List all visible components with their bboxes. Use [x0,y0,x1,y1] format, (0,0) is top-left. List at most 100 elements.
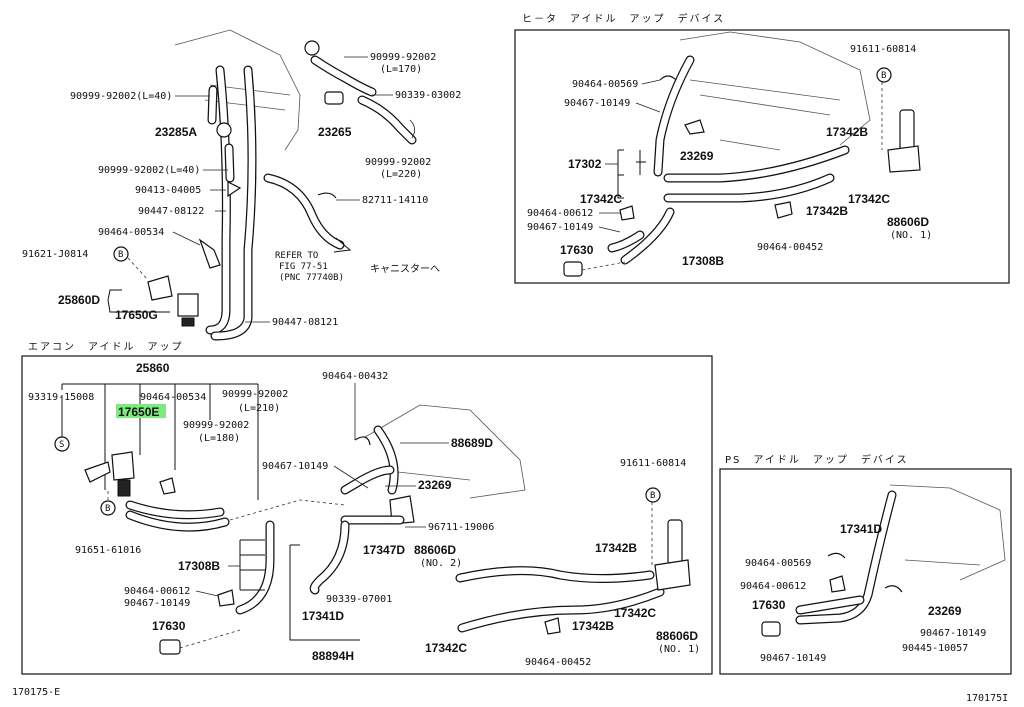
label-heater-17630: 17630 [560,243,594,257]
label-aircon-17341d: 17341D [302,609,344,623]
label-aircon-17650e: 17650E [118,405,159,419]
label-heater-88606d: 88606D [887,215,929,229]
label-ps-90467-10149b: 90467-10149 [760,653,826,664]
b-marker-icon [113,246,129,262]
aircon-b-marker2: B [650,491,655,501]
label-ps-23269: 23269 [928,604,962,618]
label-aircon-90464-00432: 90464-00432 [322,371,388,382]
aircon-title: エアコン アイドル アップ [28,341,184,353]
label-heater-17342b-top: 17342B [826,125,868,139]
label-17650g: 17650G [115,308,158,322]
label-heater-17308b: 17308B [682,254,724,268]
label-90339-03002: 90339-03002 [395,90,461,101]
label-aircon-17342b-top: 17342B [595,541,637,555]
label-heater-91611-60814: 91611-60814 [850,44,916,55]
b-marker-top: B [118,250,123,260]
label-aircon-91611-60814: 91611-60814 [620,458,686,469]
vsv-88606d-no1-aircon [654,559,691,591]
label-aircon-88606d-no1: 88606D [656,629,698,643]
label-heater-23269: 23269 [680,149,714,163]
label-aircon-91651-61016: 91651-61016 [75,545,141,556]
aircon-section: エアコン アイドル アップ S B [21,341,713,675]
label-heater-17342b-low: 17342B [806,204,848,218]
label-l220: (L=220) [380,169,422,180]
label-heater-90467-10149a: 90467-10149 [564,98,630,109]
label-aircon-90999-92002-l180: 90999-92002 [183,420,249,431]
label-90447-08122: 90447-08122 [138,206,204,217]
label-aircon-25860: 25860 [136,361,170,375]
label-aircon-90464-00534: 90464-00534 [140,392,206,403]
label-aircon-l210: (L=210) [238,403,280,414]
label-aircon-no1: (NO. 1) [658,644,700,655]
ps-title: PS アイドル アップ デバイス [725,453,909,466]
label-aircon-17308b: 17308B [178,559,220,573]
vsv-88606d-heater [887,145,921,173]
label-aircon-90999-92002-l210: 90999-92002 [222,389,288,400]
label-heater-90464-00569: 90464-00569 [572,79,638,90]
label-aircon-88689d: 88689D [451,436,493,450]
aircon-s-marker: S [59,440,64,450]
label-aircon-17342b-low: 17342B [572,619,614,633]
aircon-b-marker: B [105,504,110,514]
label-ps-90445-10057: 90445-10057 [902,643,968,654]
label-90999-92002-l40a: 90999-92002(L=40) [70,91,172,102]
b-marker-icon [645,487,661,503]
label-ps-17630: 17630 [752,598,786,612]
label-aircon-l180: (L=180) [198,433,240,444]
label-canister: キャニスターへ [370,263,440,275]
valve-23265 [324,91,344,105]
filter-17630-heater [563,261,583,277]
label-aircon-90467-10149: 90467-10149 [262,461,328,472]
label-90464-00534: 90464-00534 [98,227,164,238]
aircon-frame [21,355,713,675]
label-90413-04005: 90413-04005 [135,185,201,196]
ps-labels: 17341D 90464-00569 90464-00612 17630 232… [740,522,986,664]
label-ps-90467-10149a: 90467-10149 [920,628,986,639]
label-refer-to: REFER TO [275,251,318,261]
ps-frame [719,468,1012,675]
label-aircon-23269: 23269 [418,478,452,492]
label-heater-17342c-left: 17342C [580,192,622,206]
label-heater-90467-10149b: 90467-10149 [527,222,593,233]
label-aircon-17630: 17630 [152,619,186,633]
heater-labels: 91611-60814 90464-00569 90467-10149 1734… [527,44,932,268]
label-heater-17302: 17302 [568,157,602,171]
top-left-labels: 90999-92002 (L=170) 90339-03002 23265 90… [22,52,461,328]
label-pnc-ref: (PNC 77740B) [279,273,344,283]
label-aircon-17347d: 17347D [363,543,405,557]
valve-23285a [216,122,232,138]
label-l170: (L=170) [380,64,422,75]
top-left-assembly [107,29,417,341]
vsv-17650e [111,451,135,481]
label-aircon-90464-00452: 90464-00452 [525,657,591,668]
label-heater-90464-00452: 90464-00452 [757,242,823,253]
heater-section: ヒ－タ アイドル アップ デバイス B [514,12,1010,284]
label-aircon-90339-07001: 90339-07001 [326,594,392,605]
label-91621-j0814: 91621-J0814 [22,249,88,260]
s-marker-icon [54,436,70,452]
label-aircon-17342c: 17342C [614,606,656,620]
highlight-17650e [116,404,166,418]
label-90999-92002-l40b: 90999-92002(L=40) [98,165,200,176]
label-90999-92002-l220: 90999-92002 [365,157,431,168]
aircon-labels: 25860 93319-15008 90464-00534 90999-9200… [28,361,700,668]
ps-section: PS アイドル アップ デバイス [719,453,1012,675]
label-ps-90464-00612: 90464-00612 [740,581,806,592]
label-23285a: 23285A [155,125,197,139]
heater-b-marker: B [881,71,886,81]
label-90447-08121: 90447-08121 [272,317,338,328]
heater-title: ヒ－タ アイドル アップ デバイス [522,12,725,25]
b-marker-icon [100,500,116,516]
footer-right-code: 170175I [966,693,1008,704]
label-aircon-88606d-no2: 88606D [414,543,456,557]
filter-17630-aircon [159,639,181,655]
label-aircon-90467-10149b: 90467-10149 [124,598,190,609]
label-fig-ref: FIG 77-51 [279,262,328,272]
label-25860d: 25860D [58,293,100,307]
label-90999-92002-l170: 90999-92002 [370,52,436,63]
heater-frame [514,29,1010,284]
label-aircon-93319-15008: 93319-15008 [28,392,94,403]
label-aircon-88894h: 88894H [312,649,354,663]
label-ps-90464-00569: 90464-00569 [745,558,811,569]
